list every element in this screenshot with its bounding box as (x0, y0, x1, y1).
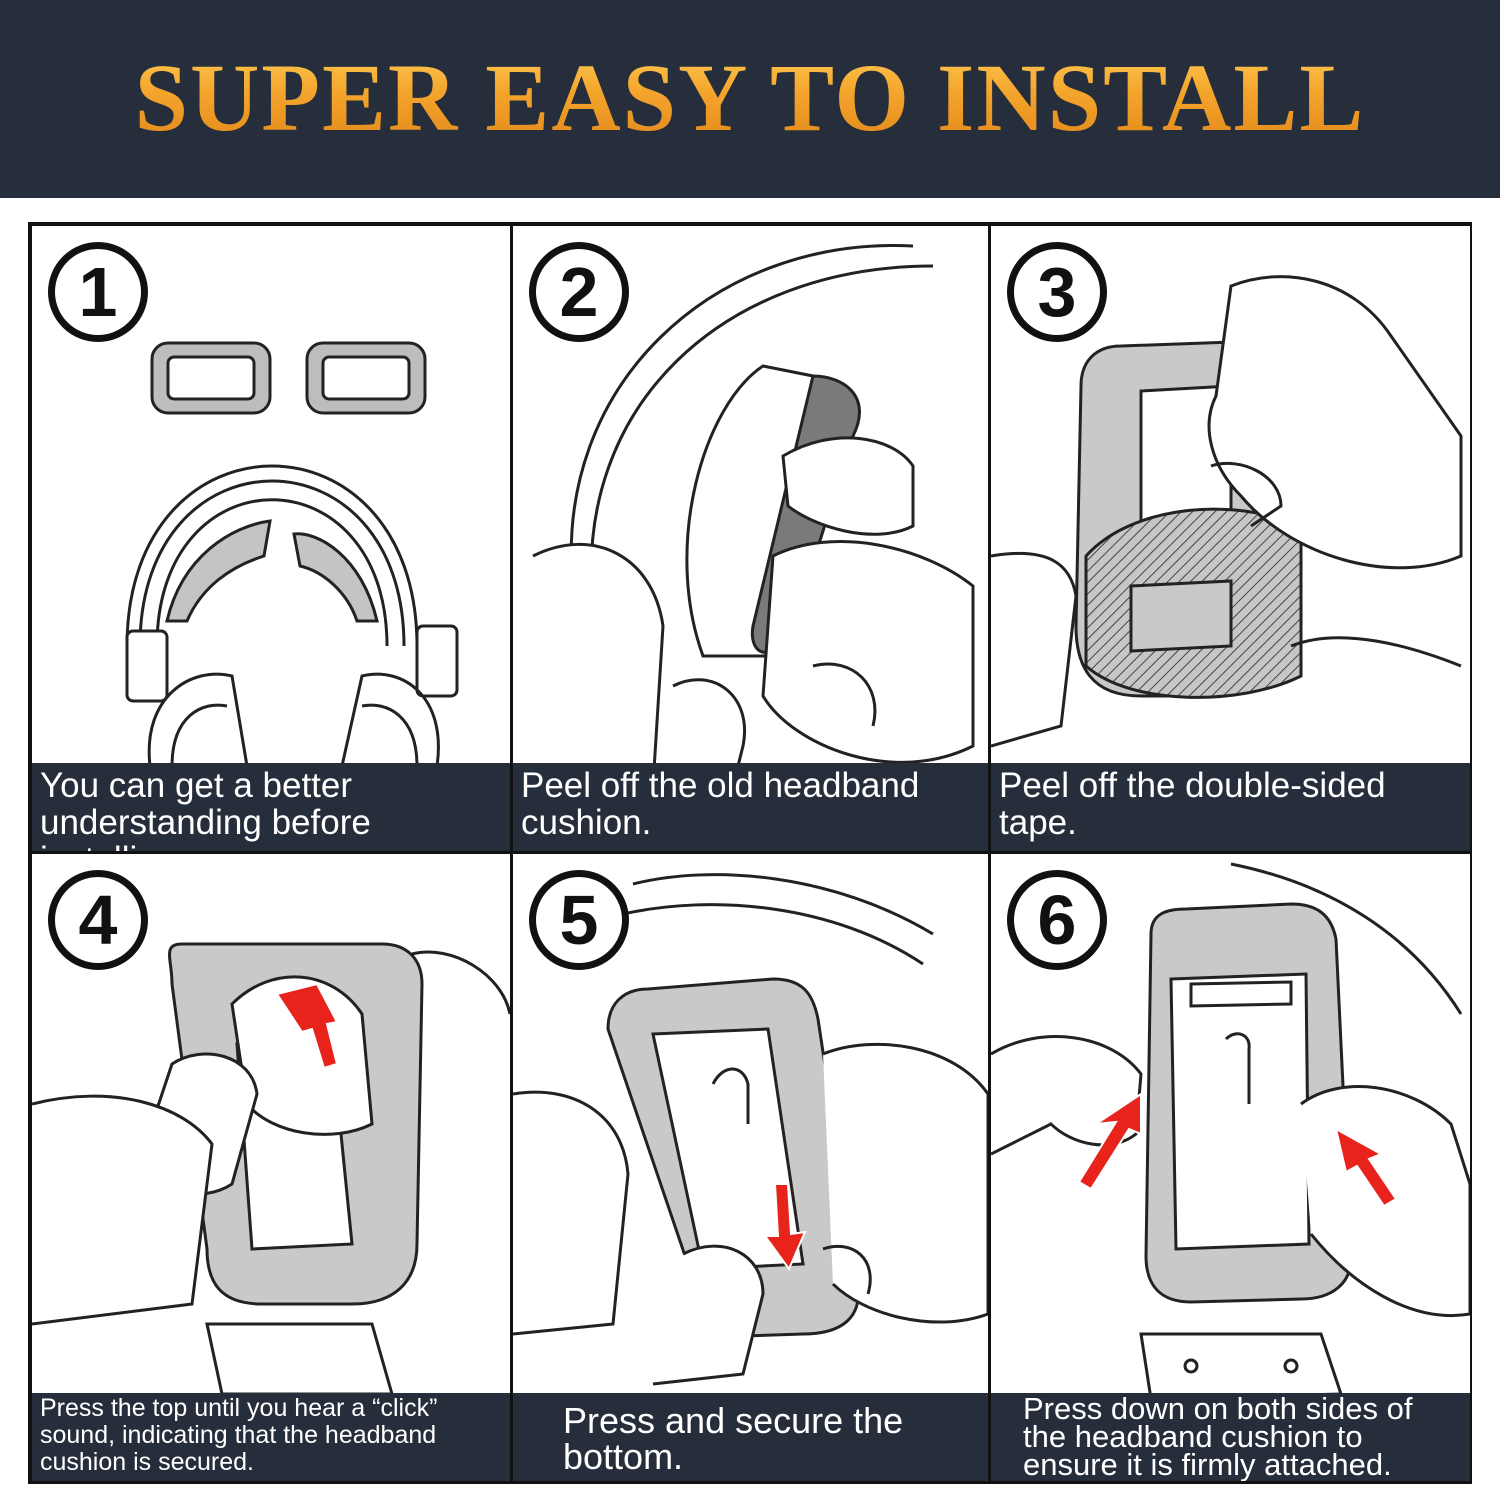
peel-tape-illustration (991, 275, 1463, 748)
press-bottom-illustration (513, 873, 988, 1386)
step-4-panel: 4 Press the top until you hear a “click”… (32, 854, 510, 1481)
steps-grid: 1 You can get a better understanding bef… (28, 222, 1472, 1484)
title-banner: SUPER EASY TO INSTALL (0, 0, 1500, 198)
step-number-3: 3 (1007, 242, 1107, 342)
red-arrow-icon (275, 982, 339, 1070)
step-2-caption: Peel off the old headband cushion. (513, 763, 988, 851)
step-number-5: 5 (529, 870, 629, 970)
step-number-4: 4 (48, 870, 148, 970)
red-arrow-icon (1334, 1127, 1398, 1208)
step-2-panel: 2 Peel off the old headband cushion. (513, 226, 988, 851)
step-4-caption: Press the top until you hear a “click” s… (32, 1393, 510, 1481)
step-1-caption: You can get a better understanding befor… (32, 763, 510, 851)
peel-cushion-illustration (513, 244, 975, 838)
step-number-2: 2 (529, 242, 629, 342)
step-number-1: 1 (48, 242, 148, 342)
step-6-caption: Press down on both sides of the headband… (991, 1393, 1470, 1481)
press-sides-illustration (991, 862, 1470, 1401)
step-1-panel: 1 You can get a better understanding bef… (32, 226, 510, 851)
step-3-panel: 3 Peel off the double-sided tape. (991, 226, 1470, 851)
press-top-illustration (32, 942, 510, 1396)
red-arrow-icon (763, 1183, 807, 1272)
step-5-panel: 5 Press and secure the bottom. (513, 854, 988, 1481)
headphones-illustration (125, 341, 459, 767)
red-arrow-icon (1077, 1092, 1142, 1191)
step-6-panel: 6 Press down on both sides of the headba… (991, 854, 1470, 1481)
step-5-caption: Press and secure the bottom. (513, 1393, 988, 1481)
step-3-caption: Peel off the double-sided tape. (991, 763, 1470, 851)
page-title: SUPER EASY TO INSTALL (134, 43, 1366, 151)
step-number-6: 6 (1007, 870, 1107, 970)
